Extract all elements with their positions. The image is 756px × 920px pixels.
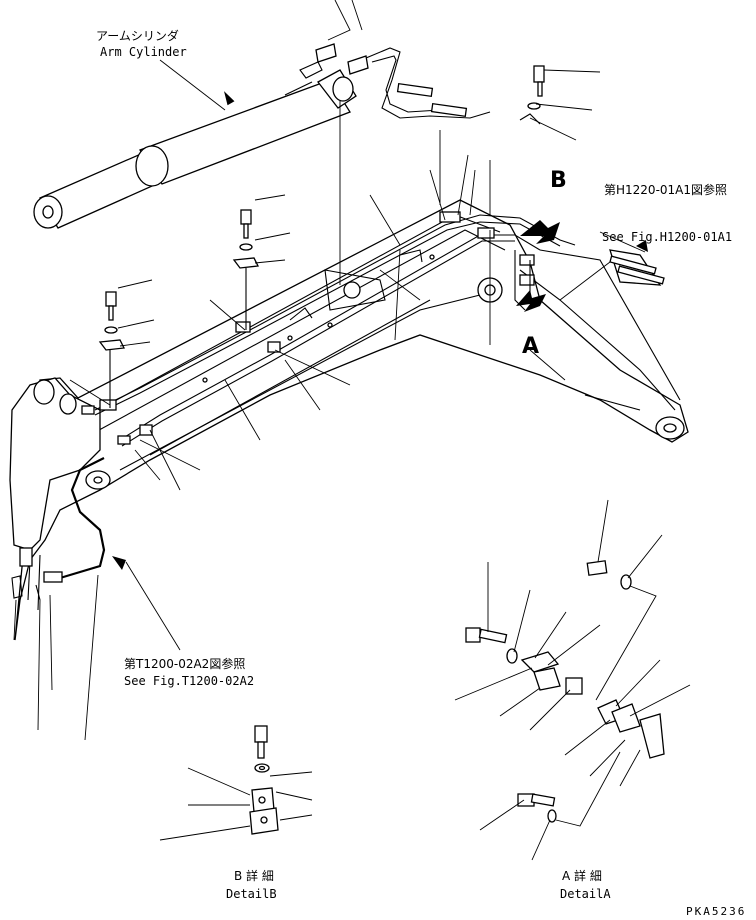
- ref-h1220-label-jp: 第H1220-01A1図参照: [604, 183, 728, 197]
- detail-a-label-jp: A 詳 細: [562, 869, 602, 883]
- arm-cylinder-drawing: [33, 43, 545, 229]
- arm-cylinder-label-jp: アームシリンダ: [96, 29, 179, 43]
- leader-lines: [13, 0, 691, 861]
- hydraulic-pipes: [11, 211, 576, 601]
- ref-t1200-label-jp: 第T1200-02A2図参照: [124, 657, 246, 671]
- direction-arrows: [112, 91, 648, 570]
- detail-a-label-en: DetailA: [560, 887, 611, 901]
- arm-cylinder-label-en: Arm Cylinder: [100, 45, 187, 59]
- detail-b-label-jp: B 詳 細: [234, 869, 274, 883]
- ref-h1200-label-en: See Fig.H1200-01A1: [602, 230, 733, 244]
- detail-b-drawing: [249, 725, 279, 835]
- boom-structure: [9, 199, 689, 641]
- marker-a: A: [522, 334, 540, 359]
- marker-b: B: [550, 168, 567, 193]
- detail-a-drawing: [465, 249, 665, 827]
- ref-t1200-label-en: See Fig.T1200-02A2: [124, 674, 255, 688]
- drawing-code: PKA5236: [686, 905, 747, 918]
- bolt-set-upper: [98, 209, 259, 408]
- detail-b-label-en: DetailB: [226, 887, 277, 901]
